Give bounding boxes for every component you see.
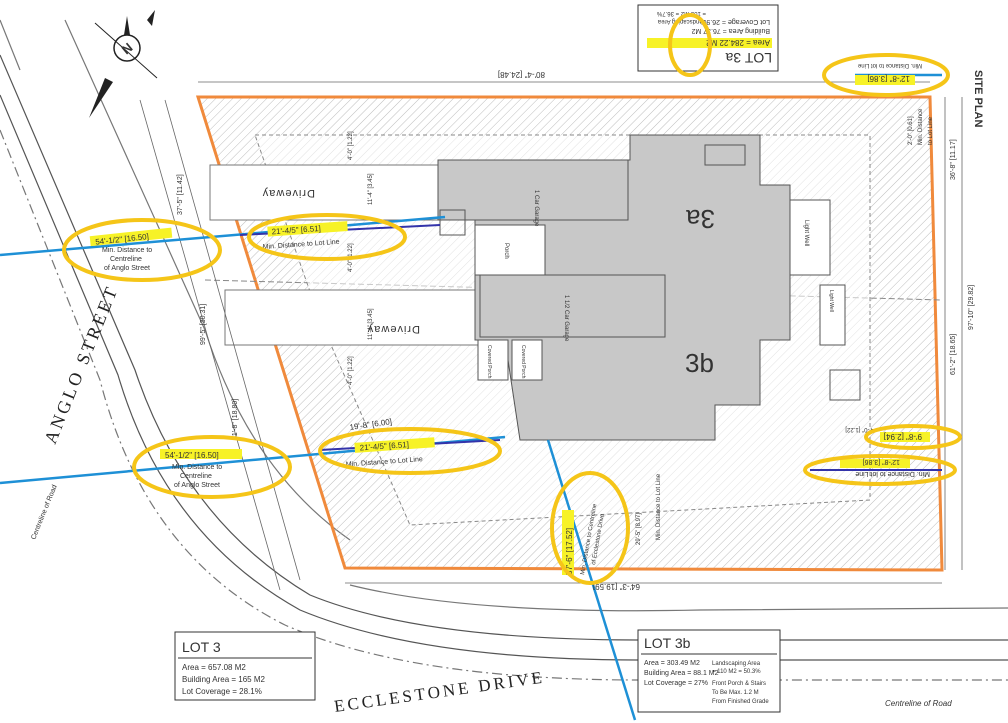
unit-label-3a: 3a bbox=[686, 204, 715, 234]
svg-text:80'-4" [24.48]: 80'-4" [24.48] bbox=[498, 70, 545, 79]
svg-text:21'-4/5" [6.51]: 21'-4/5" [6.51] bbox=[359, 440, 409, 452]
room-label-porch-a: Porch bbox=[503, 243, 509, 259]
svg-text:4'-0" [1.22]: 4'-0" [1.22] bbox=[845, 426, 874, 432]
svg-text:Min. Distance to Lot Line: Min. Distance to Lot Line bbox=[656, 473, 662, 540]
svg-text:Landscaping Area: Landscaping Area bbox=[712, 661, 761, 667]
driveway-lower bbox=[224, 289, 481, 346]
svg-text:Centreline: Centreline bbox=[180, 473, 212, 480]
svg-text:61'-8" [18.80]: 61'-8" [18.80] bbox=[232, 399, 239, 440]
stairs-right bbox=[829, 369, 861, 401]
svg-text:37'-5" [11.42]: 37'-5" [11.42] bbox=[177, 174, 184, 215]
svg-text:Area = 657.08 M2: Area = 657.08 M2 bbox=[182, 663, 246, 672]
svg-text:LOT 3b: LOT 3b bbox=[644, 635, 691, 651]
callout-anglo-lower: 54'-1/2" [16.50] Min. Distance to Centre… bbox=[160, 449, 242, 489]
svg-text:Lot Coverage = 26.9%: Lot Coverage = 26.9% bbox=[700, 18, 770, 25]
svg-text:64'-3" [19.59]: 64'-3" [19.59] bbox=[593, 582, 640, 591]
room-label-garage-a: 1 Car Garage bbox=[533, 190, 539, 227]
svg-text:Min. Distance to lot Line: Min. Distance to lot Line bbox=[857, 62, 922, 68]
svg-text:Building Area = 88.1 M2: Building Area = 88.1 M2 bbox=[644, 670, 719, 677]
stairs-left bbox=[439, 209, 466, 236]
lightwell-lower bbox=[819, 284, 846, 346]
svg-text:of Anglo Street: of Anglo Street bbox=[174, 482, 220, 489]
svg-text:36'-8" [11.17]: 36'-8" [11.17] bbox=[950, 139, 957, 180]
svg-text:97'-10" [29.82]: 97'-10" [29.82] bbox=[968, 285, 975, 330]
north-arrow-icon: N bbox=[89, 10, 158, 118]
svg-text:Lot Coverage = 28.1%: Lot Coverage = 28.1% bbox=[182, 687, 262, 696]
callout-right-top: 12'-8" [3.86] Min. Distance to lot Line bbox=[855, 62, 922, 85]
callout-right-low: 12'-8" [3.86] Min. Distance to lot Line bbox=[840, 458, 930, 477]
svg-text:Lot Coverage = 27%: Lot Coverage = 27% bbox=[644, 680, 708, 687]
svg-text:61'-2" [18.65]: 61'-2" [18.65] bbox=[950, 334, 957, 375]
svg-text:Area = 284.22 M2: Area = 284.22 M2 bbox=[706, 38, 770, 47]
svg-text:2'-0" [0.61]: 2'-0" [0.61] bbox=[908, 116, 914, 145]
dimension-lines bbox=[139, 81, 963, 591]
svg-text:12'-8" [3.86]: 12'-8" [3.86] bbox=[863, 458, 900, 465]
svg-text:29'-5" [8.97]: 29'-5" [8.97] bbox=[636, 513, 642, 545]
driveway-upper bbox=[209, 164, 441, 221]
svg-text:99'-5" [30.31]: 99'-5" [30.31] bbox=[200, 304, 207, 345]
svg-text:Centreline: Centreline bbox=[110, 256, 142, 263]
room-label-porch-c: Covered Porch bbox=[520, 345, 526, 379]
lot3b-summary: LOT 3b Area = 303.49 M2 Building Area = … bbox=[637, 629, 781, 713]
svg-text:= 110 M2 = 50.3%: = 110 M2 = 50.3% bbox=[712, 669, 761, 675]
svg-text:11'-4" [3.45]: 11'-4" [3.45] bbox=[368, 173, 374, 205]
svg-text:Building Area = 165 M2: Building Area = 165 M2 bbox=[182, 675, 265, 684]
porch-upper bbox=[474, 224, 546, 276]
svg-text:9'-8" [2.94]: 9'-8" [2.94] bbox=[884, 432, 922, 441]
svg-text:Min. Distance to lot Line: Min. Distance to lot Line bbox=[855, 470, 930, 477]
svg-text:to Lot Line: to Lot Line bbox=[928, 116, 934, 145]
lightwell-upper bbox=[789, 199, 831, 276]
svg-text:Front Porch & Stairs: Front Porch & Stairs bbox=[712, 681, 766, 687]
svg-text:To Be Max. 1.2 M: To Be Max. 1.2 M bbox=[712, 690, 759, 696]
dimension-labels: 80'-4" [24.48] 64'-3" [19.59] 36'-8" [11… bbox=[177, 70, 975, 591]
svg-text:Landscaping Area: Landscaping Area bbox=[657, 18, 706, 24]
driveway-label-lower: Driveway bbox=[367, 323, 420, 335]
unit-label-3b: 3b bbox=[685, 348, 714, 378]
svg-text:54'-1/2" [16.50]: 54'-1/2" [16.50] bbox=[165, 451, 219, 460]
svg-text:of Anglo Street: of Anglo Street bbox=[104, 265, 150, 272]
svg-text:11'-4" [3.45]: 11'-4" [3.45] bbox=[368, 308, 374, 340]
room-label-lightwell-b: Light Well bbox=[828, 290, 834, 312]
centreline-label-bottom: Centreline of Road bbox=[885, 699, 952, 708]
room-label-lightwell-a: Light Well bbox=[803, 220, 809, 246]
svg-text:Area = 303.49 M2: Area = 303.49 M2 bbox=[644, 660, 700, 667]
svg-text:12'-8" [3.86]: 12'-8" [3.86] bbox=[867, 74, 910, 83]
svg-text:Min. Distance to: Min. Distance to bbox=[172, 464, 222, 471]
svg-text:57'-6" [17.52]: 57'-6" [17.52] bbox=[565, 528, 574, 575]
room-label-garage-b: 1 1/2 Car Garage bbox=[563, 295, 569, 342]
svg-text:Building Area = 76.37 M2: Building Area = 76.37 M2 bbox=[691, 27, 770, 34]
svg-text:Min. Distance: Min. Distance bbox=[918, 108, 924, 145]
callout-ellipses bbox=[62, 13, 962, 585]
stairs-top bbox=[704, 144, 746, 166]
svg-text:4'-0" [1.22]: 4'-0" [1.22] bbox=[348, 356, 354, 385]
page-title: SITE PLAN bbox=[972, 70, 984, 128]
svg-text:4'-0" [1.22]: 4'-0" [1.22] bbox=[348, 131, 354, 160]
lot3-summary: LOT 3 Area = 657.08 M2 Building Area = 1… bbox=[174, 631, 316, 701]
driveway-label-upper: Driveway bbox=[262, 187, 315, 199]
garage-lower bbox=[479, 274, 666, 338]
callout-right-mid: 9'-8" [2.94] bbox=[880, 432, 930, 442]
svg-text:21'-4/5" [6.51]: 21'-4/5" [6.51] bbox=[271, 224, 321, 236]
svg-text:LOT 3: LOT 3 bbox=[182, 639, 221, 655]
svg-text:= 103 M2 = 36.7%: = 103 M2 = 36.7% bbox=[656, 10, 706, 16]
garage-upper bbox=[437, 159, 629, 221]
svg-text:LOT 3a: LOT 3a bbox=[725, 50, 772, 66]
porch-lower-left bbox=[477, 339, 509, 381]
room-label-porch-b: Covered Porch bbox=[486, 345, 492, 379]
svg-text:From Finished Grade: From Finished Grade bbox=[712, 699, 769, 705]
porch-lower-right bbox=[511, 339, 543, 381]
svg-text:Min. Distance to: Min. Distance to bbox=[102, 247, 152, 254]
